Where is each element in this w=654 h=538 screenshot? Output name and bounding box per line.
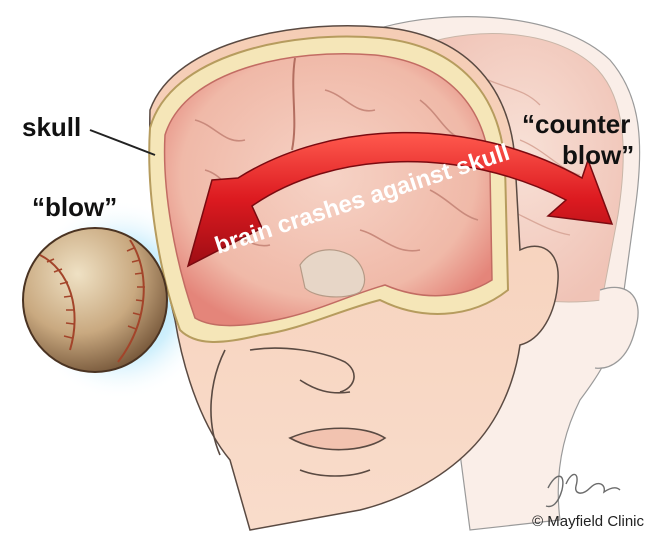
blow-label: “blow” — [32, 194, 117, 220]
counter-blow-label-line2: blow” — [562, 142, 634, 168]
skull-label: skull — [22, 114, 81, 140]
baseball-icon — [23, 228, 167, 372]
counter-blow-label-line1: “counter — [522, 111, 630, 137]
copyright-credit: © Mayfield Clinic — [532, 513, 644, 530]
skull-pointer-line — [90, 130, 155, 155]
